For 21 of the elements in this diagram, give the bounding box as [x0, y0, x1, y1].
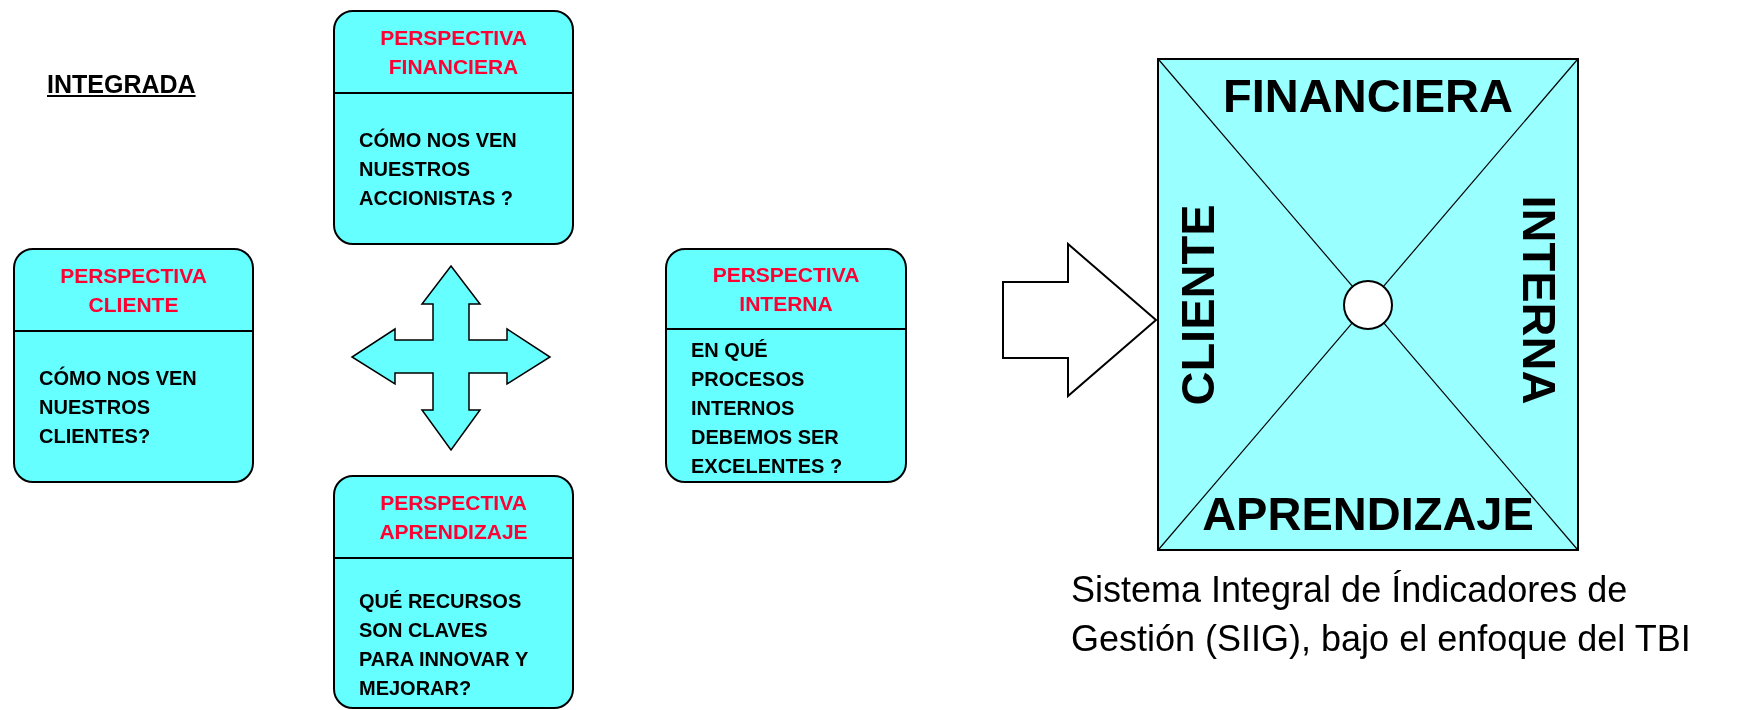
perspective-card	[333, 475, 574, 709]
card-question: QUÉ RECURSOS SON CLAVES PARA INNOVAR Y MEJORAR?	[358, 589, 529, 701]
caption: Sistema Integral de Índicadores de Gestión (SIIG), bajo el enfoque del TBI	[1071, 568, 1692, 661]
quadrant-label: INTERNA	[1515, 195, 1563, 405]
perspective-card	[333, 10, 574, 245]
card-question: EN QUÉ PROCESOS INTERNOS DEBEMOS SER EXCELENTES ?	[690, 338, 844, 479]
card-heading: PERSPECTIVA APRENDIZAJE	[378, 489, 529, 545]
perspective-card	[13, 248, 254, 483]
card-question: CÓMO NOS VEN NUESTROS CLIENTES?	[38, 365, 198, 449]
card-heading: PERSPECTIVA INTERNA	[711, 261, 861, 317]
card-question: CÓMO NOS VEN NUESTROS ACCIONISTAS ?	[358, 127, 518, 211]
quadrant-square	[1157, 58, 1579, 551]
perspective-card	[665, 248, 907, 483]
quadrant-label: CLIENTE	[1173, 204, 1221, 406]
block-arrow	[1002, 241, 1158, 399]
quadrant-label: FINANCIERA	[1223, 72, 1513, 119]
center-circle	[1343, 279, 1393, 330]
heading: INTEGRADA	[47, 70, 196, 99]
card-heading: PERSPECTIVA CLIENTE	[59, 262, 208, 318]
card-heading: PERSPECTIVA FINANCIERA	[379, 24, 528, 80]
quadrant-label: APRENDIZAJE	[1202, 490, 1534, 537]
